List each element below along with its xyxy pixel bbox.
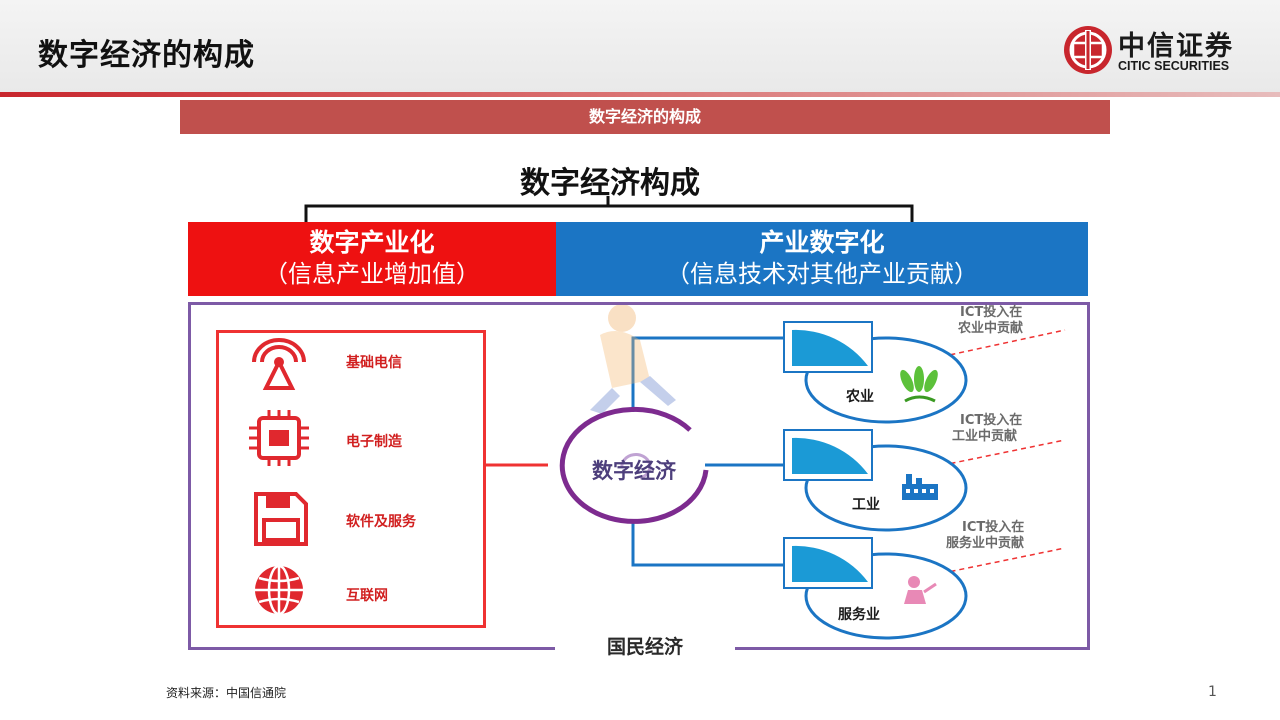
company-logo: 中信证券 CITIC SECURITIES xyxy=(1062,22,1252,78)
citic-logo-icon xyxy=(1064,26,1112,74)
factory-icon xyxy=(902,474,938,500)
ict-agri-line2: 农业中贡献 xyxy=(958,321,1024,336)
section-banner: 数字经济的构成 xyxy=(180,100,1110,134)
ict-industry-line2: 工业中贡献 xyxy=(952,429,1018,444)
industry-list-box xyxy=(216,330,486,628)
page-number: 1 xyxy=(1208,684,1217,700)
chip-icon xyxy=(249,410,309,466)
source-note: 资料来源：中国信通院 xyxy=(166,686,287,700)
logo-text-en: CITIC SECURITIES xyxy=(1118,59,1230,73)
industrial-digitalization-header: 产业数字化 （信息技术对其他产业贡献） xyxy=(556,222,1088,296)
ict-service-line2: 服务业中贡献 xyxy=(946,536,1025,551)
logo-text-cn: 中信证券 xyxy=(1118,31,1234,62)
page-title: 数字经济的构成 xyxy=(38,38,255,73)
sector-industry: 工业 xyxy=(852,497,880,513)
agriculture-node xyxy=(783,321,968,424)
diagram-title: 数字经济构成 xyxy=(520,166,700,201)
person-illustration xyxy=(590,304,676,414)
industry-label-telecom: 基础电信 xyxy=(346,355,402,371)
digital-economy-center: 数字经济 xyxy=(592,459,676,483)
sector-agriculture: 农业 xyxy=(846,389,874,405)
ict-agri-line1: ICT投入在 xyxy=(960,305,1023,320)
wheat-icon xyxy=(900,366,938,403)
ict-industry-line1: ICT投入在 xyxy=(960,413,1023,428)
industry-label-internet: 互联网 xyxy=(346,588,388,604)
signal-tower-icon xyxy=(252,338,306,390)
service-icon xyxy=(904,576,937,604)
sector-service: 服务业 xyxy=(838,607,880,623)
industry-label-electronics: 电子制造 xyxy=(346,434,402,450)
service-node xyxy=(783,537,968,640)
globe-icon xyxy=(255,564,303,616)
left-block-title: 数字产业化 xyxy=(309,228,435,257)
floppy-disk-icon xyxy=(254,492,308,546)
header-rule xyxy=(0,92,1280,97)
industry-node xyxy=(783,429,968,532)
ict-service-line1: ICT投入在 xyxy=(962,520,1025,535)
digital-industrialization-header: 数字产业化 （信息产业增加值） xyxy=(188,222,556,296)
left-block-subtitle: （信息产业增加值） xyxy=(264,260,480,288)
right-block-title: 产业数字化 xyxy=(759,228,885,257)
right-block-subtitle: （信息技术对其他产业贡献） xyxy=(666,260,978,288)
national-economy-label: 国民经济 xyxy=(555,632,735,659)
industry-label-software: 软件及服务 xyxy=(346,514,416,530)
